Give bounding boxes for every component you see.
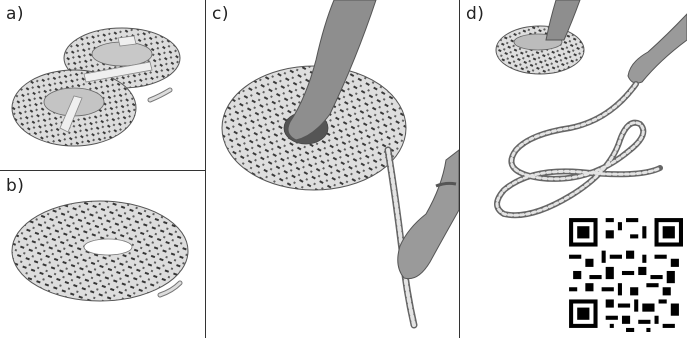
panel-a: a)	[0, 0, 205, 170]
qr-code	[565, 214, 683, 332]
flat-rope-coil	[0, 171, 205, 338]
hand-in-coil-illustration	[206, 0, 459, 338]
panel-b: b)	[0, 171, 205, 338]
figure-eight-rope-bundle	[0, 0, 205, 170]
panel-c: c)	[206, 0, 459, 338]
panel-d: d)	[460, 0, 687, 338]
